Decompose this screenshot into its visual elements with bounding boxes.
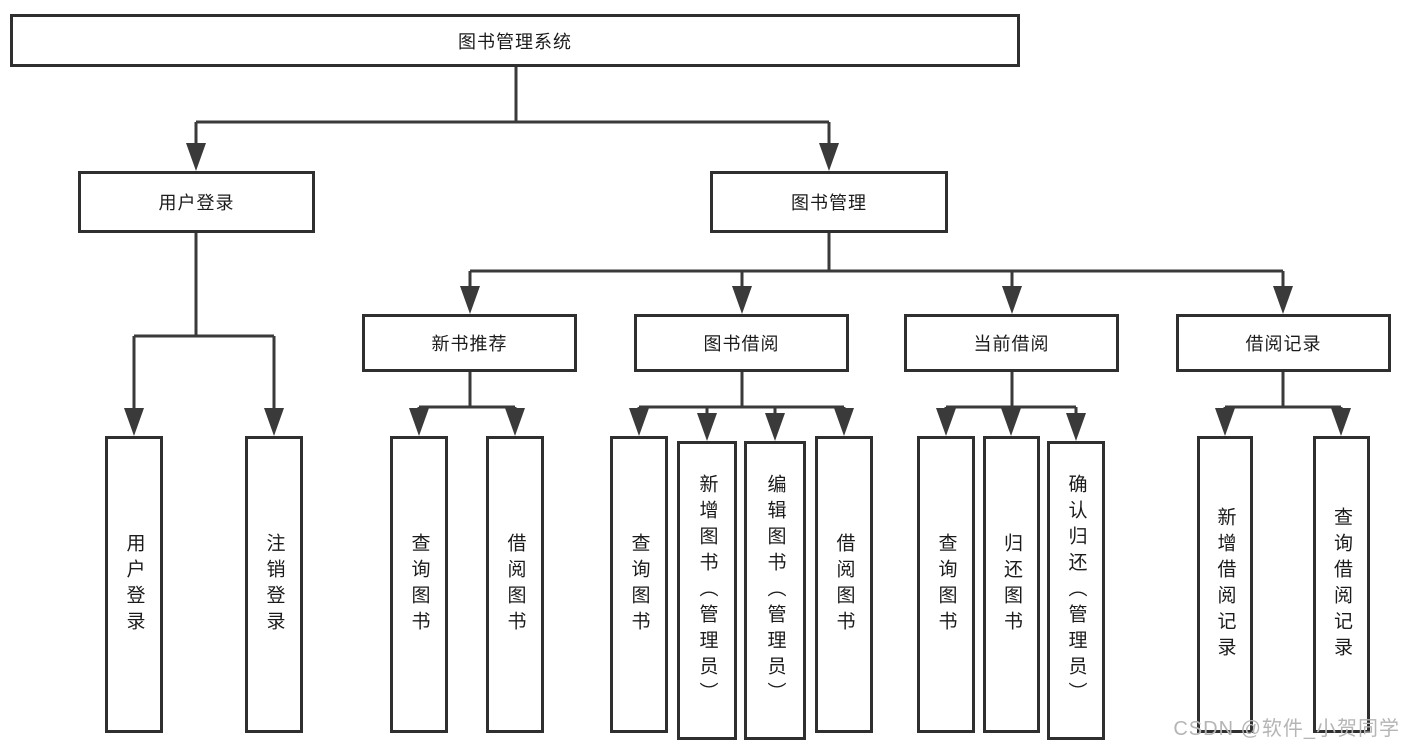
arrow-down-icon: [629, 408, 649, 436]
arrow-down-icon: [1215, 408, 1235, 436]
arrow-down-icon: [264, 408, 284, 436]
node-user-login-label: 用户登录: [158, 193, 235, 213]
arrow-down-icon: [1331, 408, 1351, 436]
leaf-borrow-borrow-books: 借阅图书: [815, 436, 873, 733]
connector-userlogin-to-leaves: [132, 233, 276, 411]
leaf-logout: 注销登录: [245, 436, 303, 733]
arrow-down-icon: [834, 408, 854, 436]
leaf-user-login: 用户登录: [105, 436, 163, 733]
leaf-records-query-record-label: 查询借阅记录: [1331, 506, 1352, 663]
leaf-borrow-query-books: 查询图书: [610, 436, 668, 733]
node-current-borrow: 当前借阅: [904, 314, 1119, 372]
arrow-down-icon: [819, 143, 839, 171]
node-book-borrow-label: 图书借阅: [703, 334, 780, 354]
connector-records-to-leaves: [1223, 372, 1343, 411]
arrow-down-icon: [732, 286, 752, 314]
watermark: CSDN @软件_小贺同学: [1173, 718, 1400, 740]
node-book-borrow: 图书借阅: [634, 314, 849, 372]
node-user-login: 用户登录: [78, 171, 315, 233]
leaf-recommend-borrow-books-label: 借阅图书: [504, 532, 526, 637]
node-root-label: 图书管理系统: [458, 31, 572, 52]
leaf-recommend-borrow-books: 借阅图书: [486, 436, 544, 733]
leaf-borrow-add-books: 新增图书（管理员）: [677, 441, 737, 740]
node-current-borrow-label: 当前借阅: [973, 334, 1050, 354]
arrow-down-icon: [460, 286, 480, 314]
node-root: 图书管理系统: [10, 14, 1020, 67]
node-borrow-records-label: 借阅记录: [1245, 334, 1322, 354]
arrow-down-icon: [697, 413, 717, 441]
leaf-current-confirm-return: 确认归还（管理员）: [1047, 441, 1105, 740]
leaf-logout-label: 注销登录: [263, 532, 285, 637]
arrow-down-icon: [765, 413, 785, 441]
arrow-down-icon: [1273, 286, 1293, 314]
node-new-book-recommend: 新书推荐: [362, 314, 577, 372]
node-borrow-records: 借阅记录: [1176, 314, 1391, 372]
arrow-down-icon: [936, 408, 956, 436]
leaf-recommend-query-books-label: 查询图书: [408, 532, 430, 637]
arrow-down-icon: [1002, 286, 1022, 314]
leaf-current-return-books-label: 归还图书: [1001, 532, 1022, 637]
leaf-borrow-edit-books: 编辑图书（管理员）: [744, 441, 806, 740]
connector-arrows: [124, 143, 1351, 441]
leaf-current-query-books: 查询图书: [917, 436, 975, 733]
leaf-current-return-books: 归还图书: [983, 436, 1040, 733]
arrow-down-icon: [505, 408, 525, 436]
leaf-current-query-books-label: 查询图书: [935, 532, 957, 637]
leaf-records-add-record: 新增借阅记录: [1197, 436, 1253, 733]
leaf-records-add-record-label: 新增借阅记录: [1214, 506, 1236, 663]
arrow-down-icon: [186, 143, 206, 171]
connector-borrow-to-leaves: [637, 372, 846, 416]
leaf-records-query-record: 查询借阅记录: [1313, 436, 1370, 733]
arrow-down-icon: [409, 408, 429, 436]
node-new-book-recommend-label: 新书推荐: [431, 334, 508, 354]
connector-recommend-to-leaves: [417, 372, 517, 411]
arrow-down-icon: [1001, 408, 1021, 436]
node-book-management-label: 图书管理: [791, 193, 867, 213]
leaf-borrow-add-books-label: 新增图书（管理员）: [696, 473, 718, 708]
arrow-down-icon: [1066, 413, 1086, 441]
leaf-borrow-borrow-books-label: 借阅图书: [833, 532, 855, 637]
node-book-management: 图书管理: [710, 171, 948, 233]
connector-root-to-level2: [194, 67, 831, 146]
leaf-current-confirm-return-label: 确认归还（管理员）: [1065, 473, 1087, 708]
arrow-down-icon: [124, 408, 144, 436]
leaf-recommend-query-books: 查询图书: [390, 436, 448, 733]
connector-paths: [132, 67, 1343, 416]
leaf-user-login-label: 用户登录: [123, 532, 145, 637]
connector-bookmgmt-to-level3: [468, 233, 1285, 289]
leaf-borrow-edit-books-label: 编辑图书（管理员）: [764, 473, 786, 708]
leaf-borrow-query-books-label: 查询图书: [628, 532, 650, 637]
